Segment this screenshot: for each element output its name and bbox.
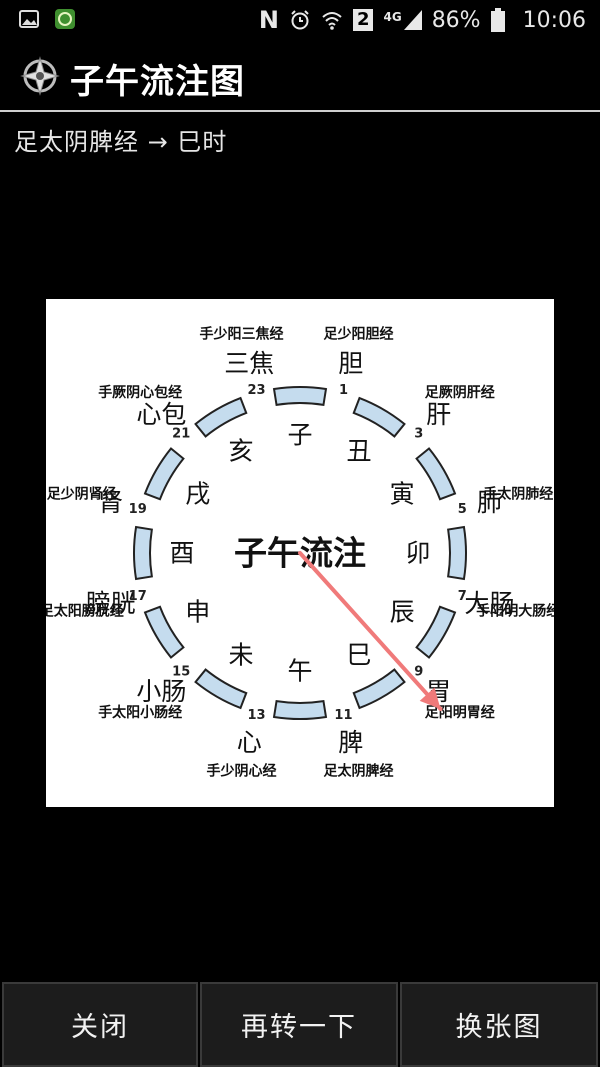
alarm-icon bbox=[291, 10, 309, 30]
clock: 10:06 bbox=[522, 7, 586, 33]
meridian-label: 手太阳小肠经 bbox=[98, 704, 182, 721]
app-title: 子午流注图 bbox=[70, 62, 245, 102]
hour-number: 17 bbox=[129, 589, 147, 604]
meridian-label: 手太阴肺经 bbox=[483, 486, 553, 503]
earthly-branch-label: 午 bbox=[287, 657, 312, 686]
hour-number: 13 bbox=[247, 708, 265, 723]
earthly-branch-label: 酉 bbox=[169, 539, 194, 568]
dial-segment bbox=[415, 605, 457, 659]
dial-segment bbox=[194, 396, 248, 438]
earthly-branch-label: 卯 bbox=[405, 539, 430, 568]
organ-label: 三焦 bbox=[224, 349, 274, 378]
bottom-button-bar: 关闭 再转一下 换张图 bbox=[0, 982, 600, 1067]
earthly-branch-label: 亥 bbox=[228, 436, 253, 465]
gallery-icon bbox=[19, 10, 39, 28]
organ-label: 小肠 bbox=[136, 677, 186, 706]
organ-label: 大肠 bbox=[464, 589, 514, 618]
meridian-label: 手阳明大肠经 bbox=[476, 602, 554, 619]
organ-label: 肝 bbox=[426, 400, 451, 429]
organ-label: 膀胱 bbox=[86, 589, 136, 618]
dial-segment bbox=[194, 668, 248, 710]
hour-number: 11 bbox=[334, 708, 352, 723]
dial-svg: 1357911131517192123子丑寅卯辰巳午未申酉戌亥胆肝肺大肠胃脾心小… bbox=[46, 326, 554, 780]
dial-segment bbox=[143, 447, 185, 501]
spin-again-button[interactable]: 再转一下 bbox=[200, 982, 398, 1067]
battery-icon bbox=[490, 8, 505, 32]
pointer-arrow-head bbox=[419, 687, 441, 710]
organ-label: 心 bbox=[237, 728, 262, 757]
meridian-label: 足少阳胆经 bbox=[323, 326, 393, 343]
earthly-branch-label: 寅 bbox=[390, 480, 415, 509]
change-image-button[interactable]: 换张图 bbox=[400, 982, 598, 1067]
hour-number: 21 bbox=[172, 427, 190, 442]
wifi-icon bbox=[322, 12, 342, 30]
dial-segment bbox=[143, 605, 185, 659]
hour-number: 5 bbox=[458, 502, 467, 517]
sim-badge: 2 bbox=[352, 9, 374, 31]
earthly-branch-label: 申 bbox=[185, 598, 210, 627]
hour-number: 3 bbox=[414, 427, 423, 442]
earthly-branch-label: 戌 bbox=[185, 480, 210, 509]
compass-star-icon[interactable] bbox=[20, 56, 60, 96]
organ-label: 脾 bbox=[338, 728, 363, 757]
earthly-branch-label: 子 bbox=[287, 421, 312, 450]
meridian-label: 足阳明胃经 bbox=[425, 704, 495, 721]
network-type-label: 4G bbox=[383, 10, 402, 24]
hour-number: 23 bbox=[247, 383, 265, 398]
status-bar: N 2 4G 86% 10:06 bbox=[0, 0, 600, 42]
dial-segment bbox=[352, 396, 406, 438]
dial-segment bbox=[272, 386, 328, 406]
dial-segment bbox=[133, 525, 153, 581]
organ-label: 心包 bbox=[136, 400, 186, 429]
hour-number: 7 bbox=[458, 589, 467, 604]
organ-label: 肺 bbox=[477, 488, 502, 517]
earthly-branch-label: 丑 bbox=[346, 436, 371, 465]
pointer-arrow-shaft bbox=[298, 551, 443, 712]
earthly-branch-label: 未 bbox=[228, 641, 253, 670]
dial-segment bbox=[415, 447, 457, 501]
earthly-branch-label: 巳 bbox=[346, 641, 371, 670]
meridian-label: 手少阳三焦经 bbox=[200, 326, 284, 343]
meridian-label: 足太阳膀胱经 bbox=[46, 602, 124, 619]
meridian-label: 足少阴肾经 bbox=[47, 486, 117, 503]
current-meridian-label: 足太阴脾经 → 巳时 bbox=[14, 128, 228, 156]
hour-number: 19 bbox=[129, 502, 147, 517]
meridian-label: 足太阴脾经 bbox=[323, 762, 393, 779]
dial-segment bbox=[272, 700, 328, 720]
hour-number: 15 bbox=[172, 664, 190, 679]
organ-label: 胆 bbox=[338, 349, 363, 378]
battery-percent: 86% bbox=[431, 7, 481, 33]
dial-segment bbox=[352, 668, 406, 710]
meridian-label: 足厥阴肝经 bbox=[425, 384, 495, 401]
close-button[interactable]: 关闭 bbox=[2, 982, 198, 1067]
app-notification-icon bbox=[55, 9, 75, 29]
dial-segment bbox=[447, 525, 467, 581]
organ-label: 肾 bbox=[98, 488, 123, 517]
meridian-label: 手少阴心经 bbox=[207, 762, 277, 779]
nfc-icon: N bbox=[258, 6, 279, 34]
signal-icon: 4G bbox=[383, 10, 422, 30]
meridian-label: 手厥阴心包经 bbox=[98, 384, 182, 401]
earthly-branch-label: 辰 bbox=[390, 598, 415, 627]
hour-number: 9 bbox=[414, 664, 423, 679]
app-bar: 子午流注图 bbox=[0, 42, 600, 112]
hour-number: 1 bbox=[339, 383, 348, 398]
